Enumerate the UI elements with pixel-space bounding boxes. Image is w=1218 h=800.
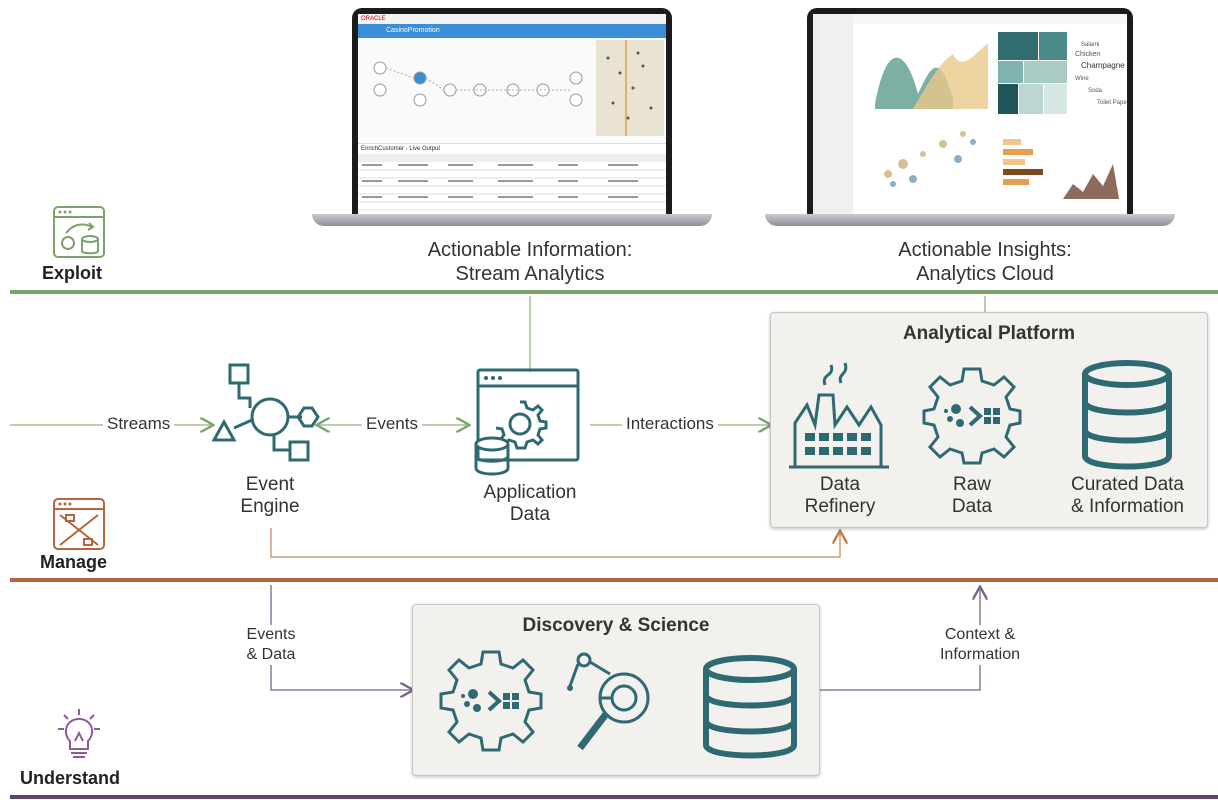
curated-data-label: Curated Data & Information [1050,474,1205,518]
magnifier-search-icon [567,652,650,751]
exploit-label: Exploit [42,263,103,283]
laptop-base [312,214,712,226]
context-line [818,588,980,691]
engine-to-refinery-line [270,528,840,558]
laptop-base [765,214,1175,226]
svg-text:Toilet Paper: Toilet Paper [1097,100,1127,106]
data-refinery-label: Data Refinery [790,474,890,518]
factory-icon [789,362,889,469]
app-brand: ORACLE [358,14,666,24]
label-line: Event [245,474,295,495]
discovery-gear-icon [439,650,543,752]
live-output-title: EnrichCustomer - Live Output [358,143,666,154]
events-data-line [270,585,412,690]
svg-text:Champagne: Champagne [1081,61,1125,70]
label-line: Events [246,626,296,643]
label-line: Refinery [804,496,876,517]
svg-text:Chicken: Chicken [1075,51,1100,58]
label-line: Context & [944,626,1016,643]
label-line: & Data [246,646,296,663]
raw-data-label: Raw Data [922,474,1022,518]
caption-line: Actionable Insights: [898,239,1072,261]
svg-text:Salami: Salami [1081,42,1099,48]
manage-icon [53,498,105,550]
understand-label: Understand [20,768,121,788]
stream-analytics-caption: Actionable Information: Stream Analytics [380,238,680,286]
label-line: Data [819,474,861,495]
analytics-cloud-caption: Actionable Insights: Analytics Cloud [835,238,1135,286]
application-data-icon [474,368,580,476]
label-line: Data [509,504,551,525]
live-output-table [358,154,666,211]
label-line: Curated Data [1070,474,1184,495]
caption-line: Stream Analytics [455,263,605,285]
label-line: & Information [1071,496,1184,517]
svg-text:Wine: Wine [1075,76,1089,82]
events-label: Events [362,414,422,434]
events-data-label: Events & Data [230,625,312,665]
manage-label: Manage [40,552,108,572]
event-engine-icon [212,363,320,462]
streams-label: Streams [103,414,175,434]
label-line: Raw [952,474,991,495]
label-line: Engine [240,496,300,517]
laptop-screen: ORACLE CasinoPromotion EnrichCustomer - … [352,8,672,216]
analytical-platform-title: Analytical Platform [902,323,1076,344]
interactions-label: Interactions [622,414,718,434]
understand-icon [58,709,100,758]
svg-text:Soda: Soda [1088,88,1103,94]
context-information-label: Context & Information [920,625,1040,665]
discovery-science-title: Discovery & Science [522,615,710,636]
pipeline-canvas [358,38,666,138]
exploit-icon [53,206,105,258]
stream-analytics-laptop: ORACLE CasinoPromotion EnrichCustomer - … [312,8,712,226]
label-line: Data [951,496,993,517]
raw-data-gear-icon [922,367,1022,465]
caption-line: Analytics Cloud [916,263,1054,285]
app-title: CasinoPromotion [358,24,666,38]
stream-analytics-screenshot: ORACLE CasinoPromotion EnrichCustomer - … [358,14,666,216]
curated-data-database-icon [1082,360,1172,470]
label-line: Information [939,646,1021,663]
application-data-label: Application Data [470,482,590,526]
label-line: Application [483,482,577,503]
caption-line: Actionable Information: [427,239,633,261]
discovery-database-icon [703,655,797,759]
event-engine-label: Event Engine [220,474,320,518]
